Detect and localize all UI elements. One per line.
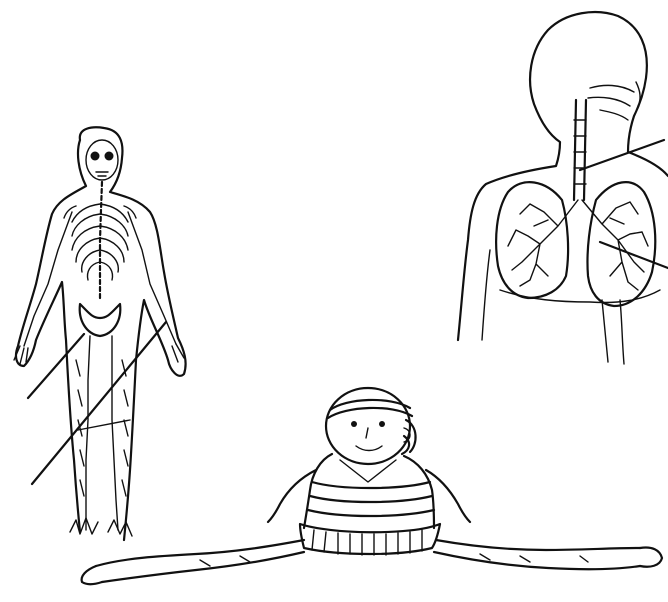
trachea bbox=[574, 100, 586, 200]
split-pose-child-figure bbox=[82, 388, 662, 584]
pelvis-icon bbox=[80, 304, 121, 336]
child-skirt bbox=[300, 524, 440, 554]
lungs-icon bbox=[496, 182, 655, 306]
child-head bbox=[326, 388, 416, 464]
mouth bbox=[356, 446, 382, 451]
leg-texture bbox=[200, 554, 588, 566]
left-lung bbox=[496, 182, 568, 298]
skeleton-leader-line-3 bbox=[78, 420, 130, 430]
leg-bones bbox=[86, 336, 118, 530]
foot-right bbox=[640, 547, 662, 566]
skeleton-leader-line-1 bbox=[28, 334, 84, 398]
leg-right bbox=[434, 540, 640, 569]
respiratory-system-figure bbox=[458, 12, 668, 364]
leg-hatching bbox=[76, 360, 128, 496]
respiratory-body-outline bbox=[458, 12, 668, 340]
nose bbox=[636, 82, 640, 106]
respiratory-leader-line-2 bbox=[600, 242, 668, 268]
leotard-stripes bbox=[308, 482, 434, 516]
nasal-cavity bbox=[588, 85, 634, 120]
torso-lower bbox=[482, 250, 624, 364]
headband bbox=[328, 400, 412, 418]
spine bbox=[100, 182, 102, 300]
skeleton-leader-line-2 bbox=[32, 322, 166, 484]
diaphragm bbox=[500, 290, 660, 303]
respiratory-leader-line-1 bbox=[580, 140, 664, 170]
nose-line bbox=[366, 428, 368, 438]
foot-left bbox=[82, 566, 102, 584]
skeleton-figure bbox=[14, 127, 186, 540]
leg-left bbox=[96, 540, 304, 582]
skull-icon bbox=[86, 140, 118, 180]
